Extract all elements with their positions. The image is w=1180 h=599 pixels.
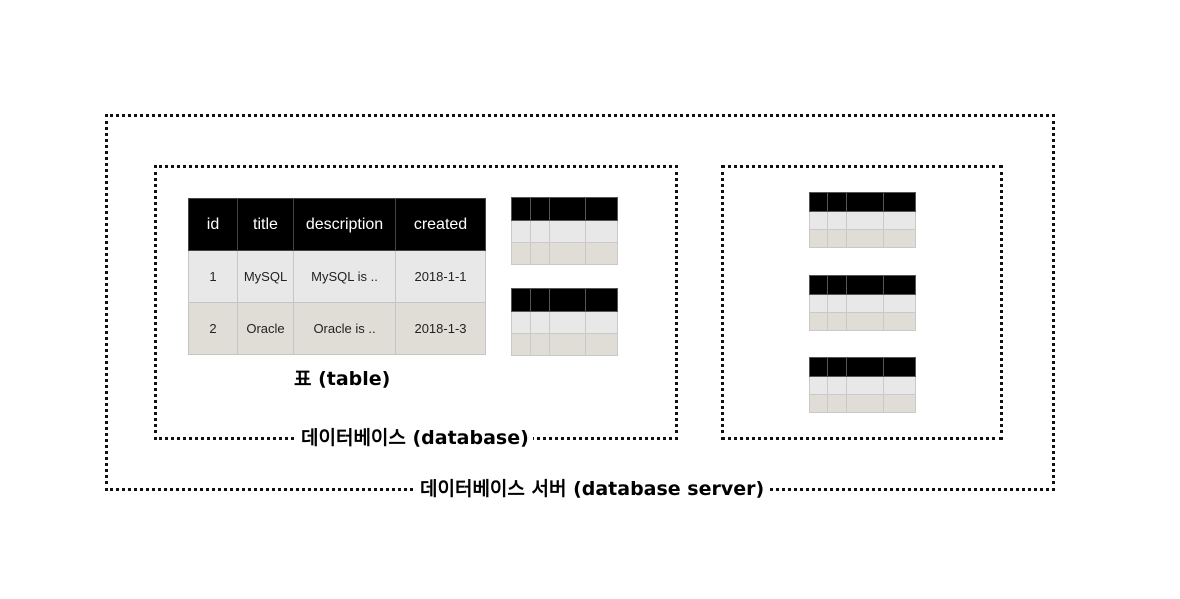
cell-title: MySQL bbox=[237, 250, 294, 303]
mini-table-icon bbox=[809, 357, 916, 413]
cell-description: MySQL is .. bbox=[293, 250, 396, 303]
column-header-title: title bbox=[237, 198, 294, 251]
database-box-secondary bbox=[721, 165, 1003, 440]
example-table: id title description created 1 MySQL MyS… bbox=[188, 198, 486, 355]
mini-table-icon bbox=[511, 197, 618, 265]
cell-id: 1 bbox=[188, 250, 238, 303]
table-row: 2 Oracle Oracle is .. 2018-1-3 bbox=[188, 302, 486, 355]
column-header-id: id bbox=[188, 198, 238, 251]
column-header-created: created bbox=[395, 198, 486, 251]
cell-title: Oracle bbox=[237, 302, 294, 355]
cell-created: 2018-1-3 bbox=[395, 302, 486, 355]
database-label: 데이터베이스 (database) bbox=[297, 426, 533, 450]
cell-id: 2 bbox=[188, 302, 238, 355]
mini-table-icon bbox=[511, 288, 618, 356]
table-row: 1 MySQL MySQL is .. 2018-1-1 bbox=[188, 250, 486, 303]
database-server-label: 데이터베이스 서버 (database server) bbox=[416, 477, 769, 501]
mini-table-icon bbox=[809, 192, 916, 248]
mini-table-icon bbox=[809, 275, 916, 331]
cell-description: Oracle is .. bbox=[293, 302, 396, 355]
table-caption: 표 (table) bbox=[294, 368, 391, 390]
table-header-row: id title description created bbox=[188, 198, 486, 251]
column-header-description: description bbox=[293, 198, 396, 251]
cell-created: 2018-1-1 bbox=[395, 250, 486, 303]
